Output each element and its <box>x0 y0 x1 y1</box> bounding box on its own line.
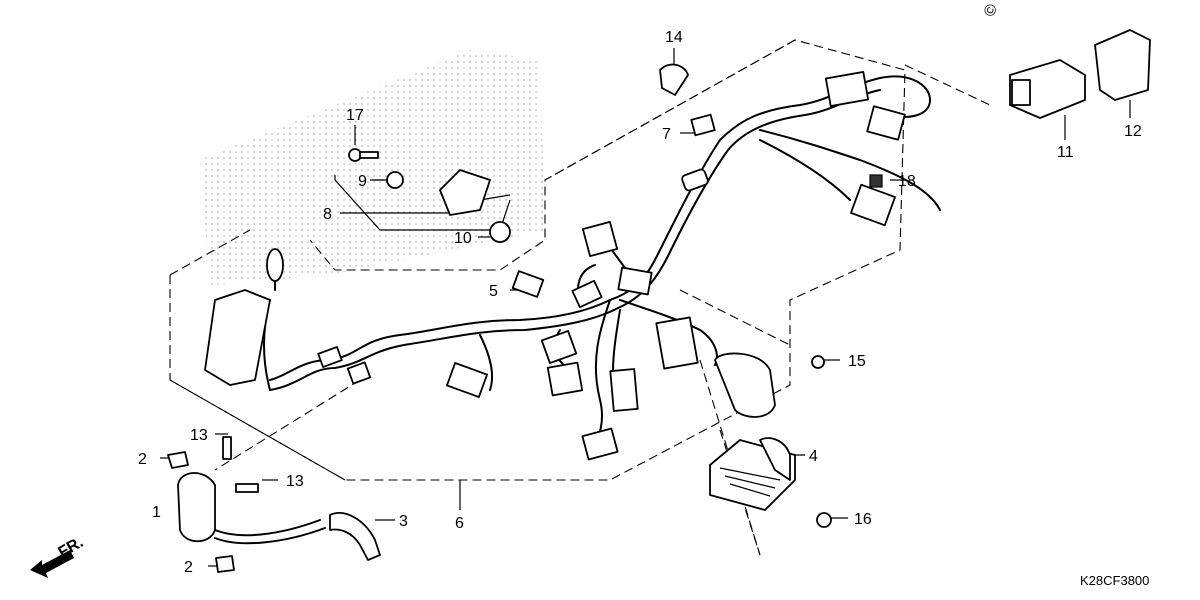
callout-6: 6 <box>455 515 464 532</box>
leader-lines <box>160 48 1131 567</box>
callout-2a: 2 <box>138 451 147 468</box>
callout-11: 11 <box>1057 144 1074 161</box>
front-direction-arrow: FR. <box>30 534 86 578</box>
callout-14: 14 <box>665 29 683 46</box>
callout-16: 16 <box>854 511 872 528</box>
small-parts <box>167 63 883 573</box>
callout-5: 5 <box>489 283 498 300</box>
callout-8: 8 <box>323 206 332 223</box>
callout-13a: 13 <box>190 427 208 444</box>
bolt-17 <box>348 148 379 162</box>
callout-10: 10 <box>454 230 472 247</box>
callout-9: 9 <box>358 173 367 190</box>
callout-13b: 13 <box>286 473 304 490</box>
copyright-symbol: © <box>981 1 1002 20</box>
callout-18: 18 <box>898 173 916 190</box>
regulator <box>709 437 796 511</box>
relays <box>1009 29 1151 119</box>
callout-1: 1 <box>152 504 161 521</box>
callout-3: 3 <box>399 513 408 530</box>
callout-labels: 1 2 2 3 4 5 6 7 8 9 10 11 12 13 13 14 15… <box>138 29 1142 576</box>
callout-15: 15 <box>848 353 866 370</box>
harness-connectors <box>317 71 906 461</box>
ignition-coil <box>177 472 381 561</box>
callout-4: 4 <box>809 448 818 465</box>
diagram-code: K28CF3800 <box>1080 573 1149 588</box>
stipple-background <box>200 50 545 285</box>
cylinder-parts <box>204 248 776 418</box>
callout-2b: 2 <box>184 559 193 576</box>
callout-17: 17 <box>346 107 364 124</box>
callout-7: 7 <box>662 126 671 143</box>
callout-12: 12 <box>1124 123 1142 140</box>
